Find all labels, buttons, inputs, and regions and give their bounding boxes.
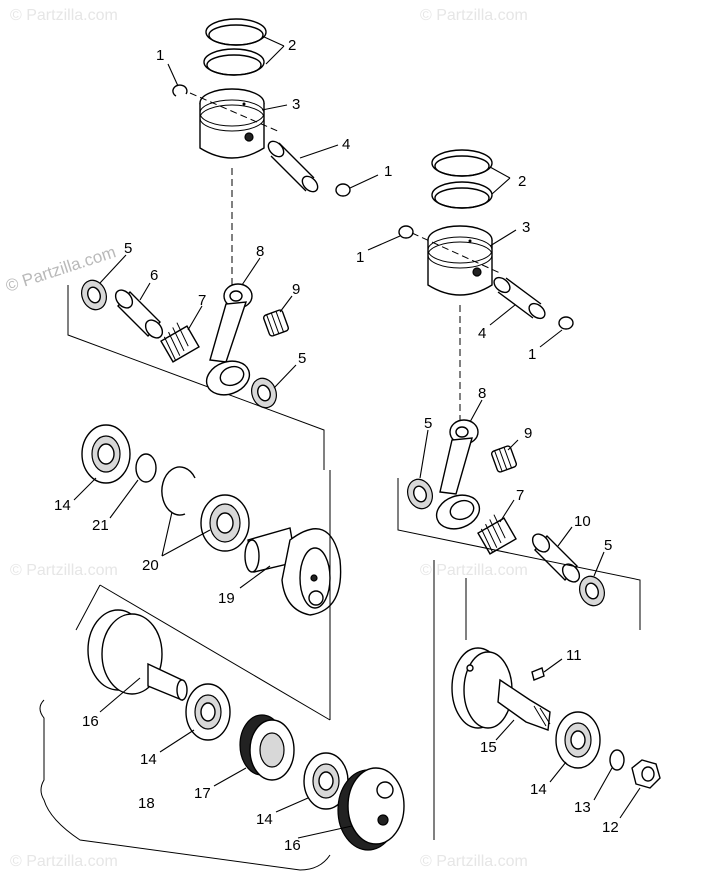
- circlip-left-1: [172, 84, 188, 97]
- thrust-washer-right-right: [579, 575, 605, 607]
- callout-1: 1: [156, 47, 164, 64]
- watermark-text: © Partzilla.com: [420, 853, 528, 870]
- callout-17: 17: [194, 785, 211, 802]
- small-end-bearing-right: [490, 445, 518, 473]
- callout-14: 14: [54, 497, 71, 514]
- assembly-bracket-18: [39, 699, 331, 871]
- assembly-bracket: [397, 478, 641, 630]
- watermark-text: © Partzilla.com: [420, 7, 528, 24]
- watermark-grid: © Partzilla.com © Partzilla.com © Partzi…: [10, 7, 528, 870]
- snap-ring: [161, 466, 196, 516]
- callout-1: 1: [528, 346, 536, 363]
- callout-21: 21: [92, 517, 109, 534]
- thrust-washer-left-bottom: [251, 377, 277, 409]
- callout-9: 9: [292, 281, 300, 298]
- callout-13: 13: [574, 799, 591, 816]
- piston-rings-left: [203, 18, 267, 76]
- seal-ring: [135, 453, 157, 483]
- thrust-washer-left-top: [81, 279, 107, 311]
- callout-2: 2: [288, 37, 296, 54]
- thrust-washer-right-left: [407, 478, 433, 510]
- crankshaft-half-left: [244, 527, 342, 616]
- callout-numbers: 1 2 3 4 1 5 6 7 8 9 5 2 1 3 4 1 8 9 5 7 …: [54, 37, 619, 854]
- callout-8: 8: [478, 385, 486, 402]
- callout-18: 18: [138, 795, 155, 812]
- leader-lines: [73, 35, 641, 839]
- crankshaft-half-right: [451, 647, 551, 731]
- woodruff-key: [531, 667, 545, 681]
- crank-pin-right: [531, 533, 581, 583]
- piston-pin-left: [267, 140, 319, 193]
- center-gear-spacer: [239, 714, 295, 781]
- callout-14: 14: [140, 751, 157, 768]
- piston-left: [199, 88, 265, 159]
- needle-bearing-right-big: [477, 514, 517, 555]
- piston-right: [427, 225, 493, 296]
- callout-9: 9: [524, 425, 532, 442]
- callout-20: 20: [142, 557, 159, 574]
- callout-7: 7: [516, 487, 524, 504]
- callout-16: 16: [284, 837, 301, 854]
- piston-pin-right: [493, 276, 546, 320]
- callout-14: 14: [256, 811, 273, 828]
- callout-11: 11: [566, 647, 582, 664]
- connecting-rod-left: [205, 283, 253, 396]
- assembly-bracket: [67, 285, 325, 470]
- watermark-text: © Partzilla.com: [10, 562, 118, 579]
- callout-1: 1: [384, 163, 392, 180]
- callout-5: 5: [124, 240, 132, 257]
- watermark-text: © Partzilla.com: [420, 562, 528, 579]
- centerline: [411, 232, 501, 274]
- callout-3: 3: [522, 219, 530, 236]
- crankshaft-half-16-right: [337, 767, 405, 851]
- callout-19: 19: [218, 590, 235, 607]
- bearing-with-snap-ring: [200, 494, 250, 552]
- crankshaft-nut: [631, 759, 661, 789]
- callout-14: 14: [530, 781, 547, 798]
- crankshaft-half-16-left: [87, 609, 188, 702]
- callout-6: 6: [150, 267, 158, 284]
- callout-5: 5: [424, 415, 432, 432]
- callout-16: 16: [82, 713, 99, 730]
- crank-pin-left: [114, 289, 164, 339]
- washer: [609, 749, 625, 771]
- main-bearing-left-mid: [185, 683, 231, 741]
- callout-1: 1: [356, 249, 364, 266]
- circlip-right-2: [558, 316, 574, 330]
- callout-7: 7: [198, 292, 206, 309]
- connecting-rod-right: [435, 419, 481, 530]
- needle-bearing-left-big: [160, 322, 200, 363]
- main-bearing-right: [555, 711, 601, 769]
- circlip-left-2: [335, 183, 351, 197]
- callout-4: 4: [478, 325, 486, 342]
- main-bearing-left-top: [81, 424, 131, 484]
- circlip-right-1: [398, 225, 414, 239]
- piston-rings-right: [431, 149, 493, 209]
- callout-12: 12: [602, 819, 619, 836]
- small-end-bearing-left: [262, 309, 290, 337]
- callout-8: 8: [256, 243, 264, 260]
- callout-5: 5: [604, 537, 612, 554]
- callout-5: 5: [298, 350, 306, 367]
- assembly-bracket: [75, 584, 331, 721]
- callout-15: 15: [480, 739, 497, 756]
- centerline: [189, 92, 281, 133]
- callout-4: 4: [342, 136, 350, 153]
- watermark-text: © Partzilla.com: [10, 853, 118, 870]
- callout-10: 10: [574, 513, 591, 530]
- callout-3: 3: [292, 96, 300, 113]
- main-bearing-left-bottom: [303, 752, 349, 810]
- callout-2: 2: [518, 173, 526, 190]
- watermark-text: © Partzilla.com: [10, 7, 118, 24]
